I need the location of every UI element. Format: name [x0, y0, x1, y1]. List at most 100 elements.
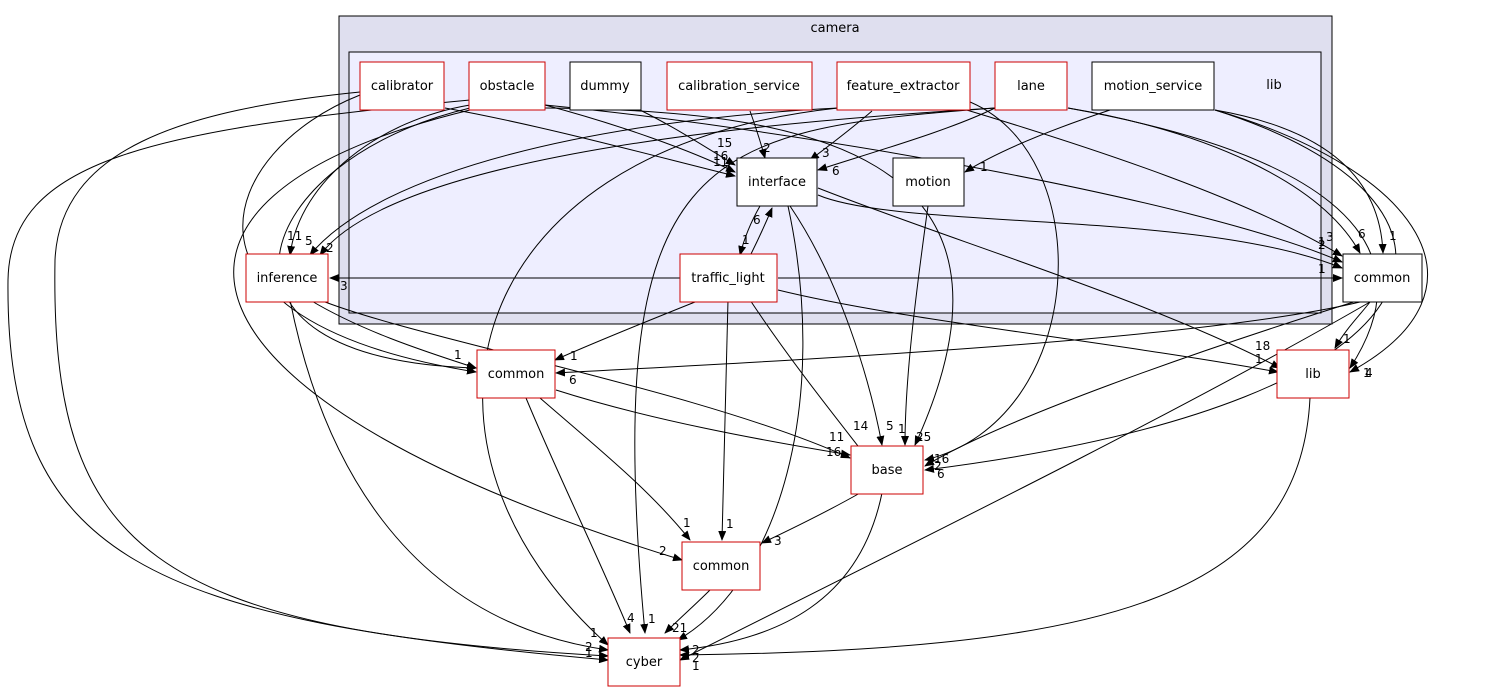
- node-common-mid[interactable]: common: [476, 349, 556, 399]
- node-label: lane: [1017, 79, 1045, 94]
- edge-label: 1: [1255, 352, 1263, 366]
- edge-motionservice-motion: [964, 109, 1111, 173]
- node-motion-service[interactable]: motion_service: [1091, 61, 1215, 111]
- edge-traffic-commonlow: [718, 299, 729, 541]
- edge-label: 1: [1363, 366, 1371, 380]
- edge-label: 1: [585, 646, 593, 660]
- node-common-low[interactable]: common: [681, 541, 761, 591]
- edge-interface-lib: [817, 187, 1281, 369]
- node-label: cyber: [626, 655, 663, 670]
- edge-lane-inference: [319, 107, 996, 256]
- node-obstacle[interactable]: obstacle: [468, 61, 546, 111]
- node-label: inference: [257, 271, 318, 286]
- edge-commonmid-cyber: [525, 397, 631, 634]
- node-traffic-light[interactable]: traffic_light: [679, 253, 778, 303]
- edge-label: 2: [934, 459, 942, 473]
- node-common-right[interactable]: common: [1342, 253, 1423, 303]
- edge-commonright-lib: [1334, 301, 1371, 349]
- edge-commonright-cyber: [679, 301, 1371, 661]
- edge-interface-commonright: [817, 194, 1343, 269]
- node-label: calibration_service: [678, 79, 800, 94]
- edge-calibrator-commonmid: [242, 94, 477, 375]
- edge-commonmid-commonlow: [539, 397, 691, 541]
- edge-label: 4: [627, 611, 635, 625]
- edge-label: 1: [570, 349, 578, 363]
- node-feature-extractor[interactable]: feature_extractor: [836, 61, 971, 111]
- edge-lane-interface: [817, 107, 996, 172]
- edge-label: 2: [692, 651, 700, 665]
- edge-motionservice-lib: [1214, 109, 1428, 373]
- edge-labels: 15 16 11 2 3 6 1 6 1 11 5 2 3 1 2 3 6 1 …: [287, 136, 1397, 673]
- node-interface[interactable]: interface: [736, 157, 818, 207]
- edge-label: 6: [937, 467, 945, 481]
- edge-lane-cyber: [634, 107, 996, 634]
- edge-label: 3: [774, 534, 782, 548]
- edge-label: 2: [1318, 238, 1326, 252]
- edge-label: 2: [692, 643, 700, 657]
- edge-calibrator-interface: [444, 107, 736, 178]
- edge-feature-commonright: [959, 107, 1343, 257]
- node-label: calibrator: [371, 79, 434, 94]
- edge-label: 1: [742, 233, 750, 247]
- edge-feature-base: [924, 99, 1059, 462]
- edge-label: 1: [726, 517, 734, 531]
- node-label: obstacle: [480, 79, 535, 94]
- cluster-camera-label: camera: [810, 21, 859, 36]
- edge-label: 3: [1326, 230, 1334, 244]
- edge-base-commonlow: [761, 492, 861, 544]
- edge-obstacle-inference: [287, 104, 471, 256]
- edge-traffic-lib: [777, 289, 1279, 375]
- edge-obstacle-cyber: [7, 99, 609, 664]
- edge-label: 21: [672, 621, 687, 635]
- edge-label: 25: [916, 430, 931, 444]
- node-cyber[interactable]: cyber: [607, 637, 681, 687]
- node-dummy[interactable]: dummy: [569, 61, 642, 111]
- node-label: interface: [748, 175, 806, 190]
- node-label: feature_extractor: [847, 79, 961, 94]
- edge-label: 6: [832, 164, 840, 178]
- edge-commonright-base: [924, 299, 1361, 467]
- edge-label: 14: [853, 419, 868, 433]
- edge-inference-commonmid: [309, 299, 477, 370]
- edge-inference-cyber: [289, 299, 609, 653]
- edge-traffic-commonmid: [554, 299, 701, 361]
- edge-libext-cyber: [679, 397, 1311, 659]
- node-label: traffic_light: [691, 271, 764, 286]
- edge-feature-interface: [809, 110, 873, 161]
- edge-interface-base: [789, 205, 885, 446]
- edge-traffic-interface: [749, 207, 773, 257]
- edge-label: 16: [934, 452, 949, 466]
- edge-label: 1: [898, 422, 906, 436]
- edge-label: 3: [340, 279, 348, 293]
- edge-obstacle-interface: [544, 104, 736, 173]
- edge-label: 1: [1318, 235, 1326, 249]
- node-lib-ext[interactable]: lib: [1276, 349, 1350, 399]
- edge-base-cyber: [679, 492, 883, 654]
- node-label: motion_service: [1104, 79, 1203, 94]
- edge-label: 2: [763, 141, 771, 155]
- node-lane[interactable]: lane: [994, 61, 1068, 111]
- edge-label: 11: [287, 229, 302, 243]
- node-calibration-service[interactable]: calibration_service: [666, 61, 813, 111]
- edge-label: 1: [1389, 229, 1397, 243]
- node-label: common: [693, 559, 750, 574]
- edge-dummy-interface: [639, 109, 736, 166]
- edge-label: 6: [1358, 227, 1366, 241]
- edge-label: 6: [569, 373, 577, 387]
- edge-label: 1: [1318, 262, 1326, 276]
- node-base[interactable]: base: [850, 445, 924, 495]
- node-inference[interactable]: inference: [245, 253, 329, 303]
- edge-label: 1: [590, 626, 598, 640]
- edge-label: 15: [717, 136, 732, 150]
- node-calibrator[interactable]: calibrator: [359, 61, 445, 111]
- edge-label: 4: [1365, 366, 1373, 380]
- edge-label: 2: [326, 241, 334, 255]
- edge-label: 16: [713, 149, 728, 163]
- edges: [7, 91, 1428, 664]
- edge-feature-inference: [309, 107, 839, 256]
- node-motion[interactable]: motion: [892, 157, 965, 207]
- edge-label: 1: [454, 348, 462, 362]
- edge-label: 11: [713, 155, 728, 169]
- node-label: base: [872, 463, 903, 478]
